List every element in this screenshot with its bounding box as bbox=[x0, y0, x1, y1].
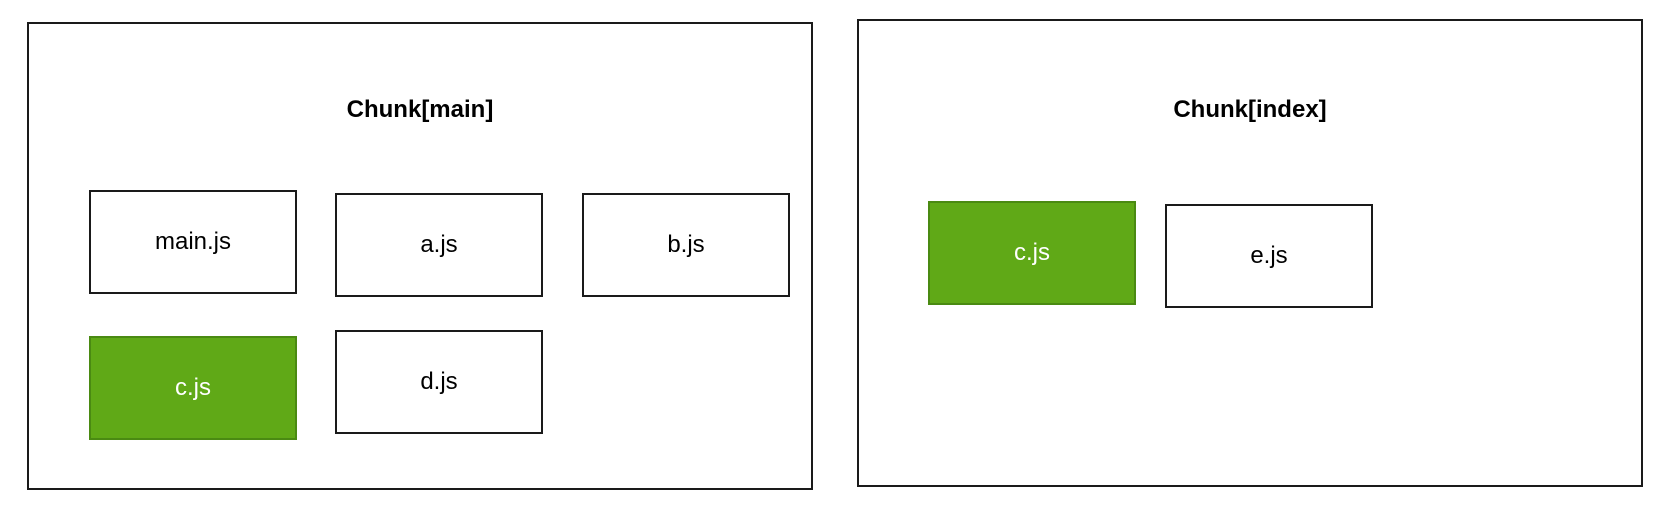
chunk-index-title: Chunk[index] bbox=[1173, 96, 1327, 123]
module-b-js: b.js bbox=[582, 193, 790, 297]
chunk-main-container: Chunk[main] main.js a.js b.js c.js d.js bbox=[27, 22, 813, 490]
module-d-js: d.js bbox=[335, 330, 543, 434]
module-c-js-shared: c.js bbox=[928, 201, 1136, 305]
chunk-index-container: Chunk[index] c.js e.js bbox=[857, 19, 1643, 487]
module-c-js-shared: c.js bbox=[89, 336, 297, 440]
module-e-js: e.js bbox=[1165, 204, 1373, 308]
chunk-main-title: Chunk[main] bbox=[346, 96, 494, 123]
module-a-js: a.js bbox=[335, 193, 543, 297]
module-main-js: main.js bbox=[89, 190, 297, 294]
